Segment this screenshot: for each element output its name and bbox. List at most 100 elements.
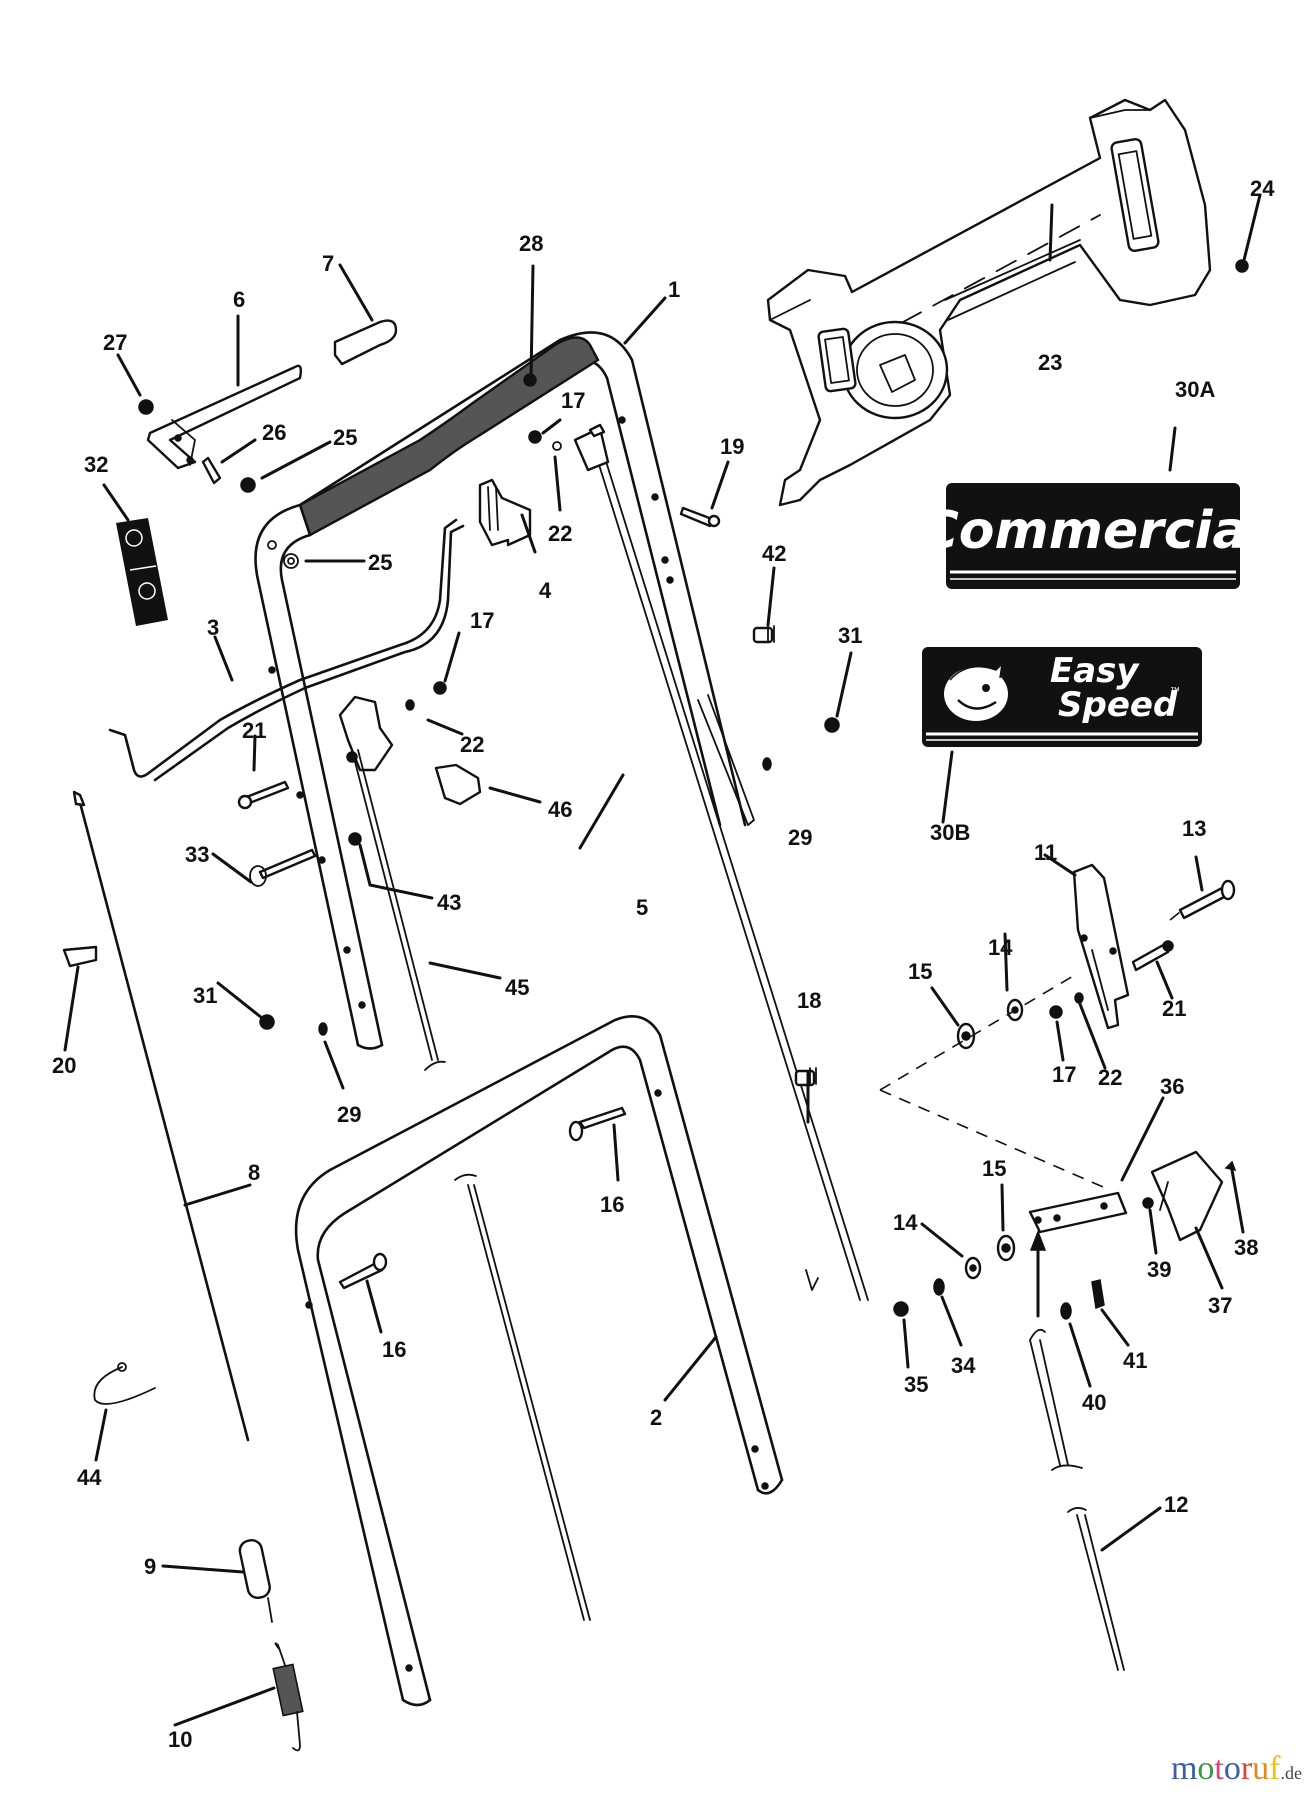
part-16-bolt-a [568,1106,627,1142]
part-8-cable [72,790,250,1442]
callout-23: 23 [1038,350,1062,375]
part-19-pin [679,506,721,528]
part-28-foam-grip [298,336,600,537]
mascot-icon [944,661,1008,721]
part-37-cover [1150,1150,1224,1242]
part-31-nut-b [259,1014,275,1030]
callout-11: 11 [1034,840,1057,865]
watermark-letter: u [1252,1750,1270,1787]
callout-25-a: 25 [333,425,357,450]
callout-4: 4 [539,578,552,603]
callout-38: 38 [1234,1235,1258,1260]
part-21-bolt-a [237,780,290,810]
part-13-bolt [1178,879,1236,920]
callout-26: 26 [262,420,286,445]
part-18-clip [794,1067,817,1087]
part-7-grip-cover [333,319,398,366]
trademark-symbol: ™ [1170,686,1180,697]
callout-41: 41 [1123,1348,1147,1373]
part-10-spring [272,1642,304,1752]
callout-14-b: 14 [893,1210,918,1235]
part-33-eyebolt [249,848,317,887]
decal-commercial: Commercial [921,483,1267,589]
part-43-nut [348,832,362,846]
part-25-nut-b [283,553,299,569]
part-12-rod [1029,1328,1125,1671]
callout-17-b: 17 [470,608,494,633]
part-38-screw [1224,1160,1237,1172]
callouts: 1 2 3 4 5 6 7 8 9 10 11 12 13 14 14 15 1… [52,176,1275,1752]
assembly-arrow [1029,1229,1047,1318]
part-5-control-rod [573,423,869,1301]
callout-37: 37 [1208,1293,1232,1318]
part-20-clamp [62,945,98,968]
callout-16-a: 16 [600,1192,624,1217]
part-44-cable-tie [93,1362,156,1405]
callout-15-a: 15 [908,959,932,984]
callout-22-b: 22 [460,732,484,757]
decal-easy-speed: Easy Speed ™ [922,647,1202,747]
decal-speed-text: Speed [1058,685,1178,725]
part-41-screw [1091,1279,1105,1310]
watermark-letter: o [1223,1750,1241,1787]
part-17-nut-a [528,430,542,444]
part-22-washer-b [405,699,415,711]
part-23-console [766,98,1212,507]
callout-21-b: 21 [1162,996,1186,1021]
part-3-rod [108,518,465,782]
part-25-nut-a [240,477,256,493]
callout-19: 19 [720,434,744,459]
callout-31-a: 31 [838,623,862,648]
callout-40: 40 [1082,1390,1106,1415]
callout-18: 18 [797,988,821,1013]
callout-43: 43 [437,890,461,915]
part-42-clip [752,625,775,644]
watermark-text: motoruf [1171,1750,1281,1787]
callout-9: 9 [144,1554,156,1579]
part-16-bolt-b [338,1252,388,1290]
watermark-letter: o [1197,1750,1215,1787]
callout-1: 1 [668,277,680,302]
callout-33: 33 [185,842,209,867]
callout-35: 35 [904,1372,928,1397]
callout-6: 6 [233,287,245,312]
part-35-nut [893,1301,909,1317]
callout-25-b: 25 [368,550,392,575]
callout-30B: 30B [930,820,970,845]
part-17-nut-c [1049,1005,1063,1019]
callout-39: 39 [1147,1257,1171,1282]
watermark-letter: f [1269,1750,1281,1787]
part-15-washer-b [996,1234,1016,1262]
part-22-washer-c [1074,992,1084,1004]
callout-36: 36 [1160,1074,1184,1099]
callout-22-c: 22 [1098,1065,1122,1090]
part-32-switch-plate [116,518,168,626]
callout-30A: 30A [1175,377,1215,402]
callout-15-b: 15 [982,1156,1006,1181]
callout-3: 3 [207,615,219,640]
callout-14-a: 14 [988,935,1013,960]
part-31-nut-a [824,717,840,733]
part-29-washer-b [318,1022,328,1036]
part-39-nut [1142,1197,1154,1209]
callout-24: 24 [1250,176,1275,201]
callout-32: 32 [84,452,108,477]
callout-28: 28 [519,231,543,256]
callout-46: 46 [548,797,572,822]
part-11-bracket [1072,863,1130,1030]
part-1-upper-handle [254,331,747,1050]
part-27-nut [138,399,154,415]
callout-29-b: 29 [337,1102,361,1127]
part-2-lower-handle [294,1015,784,1707]
watermark-letter: m [1170,1750,1198,1787]
watermark-tld: .de [1280,1763,1303,1783]
part-2-inner-rod [454,1173,591,1621]
callout-16-b: 16 [382,1337,406,1362]
callout-17-c: 17 [1052,1062,1076,1087]
part-17-nut-b [433,681,447,695]
part-24-screw [1235,259,1249,273]
callout-42: 42 [762,541,786,566]
callout-12: 12 [1164,1492,1188,1517]
callout-21-a: 21 [242,718,266,743]
